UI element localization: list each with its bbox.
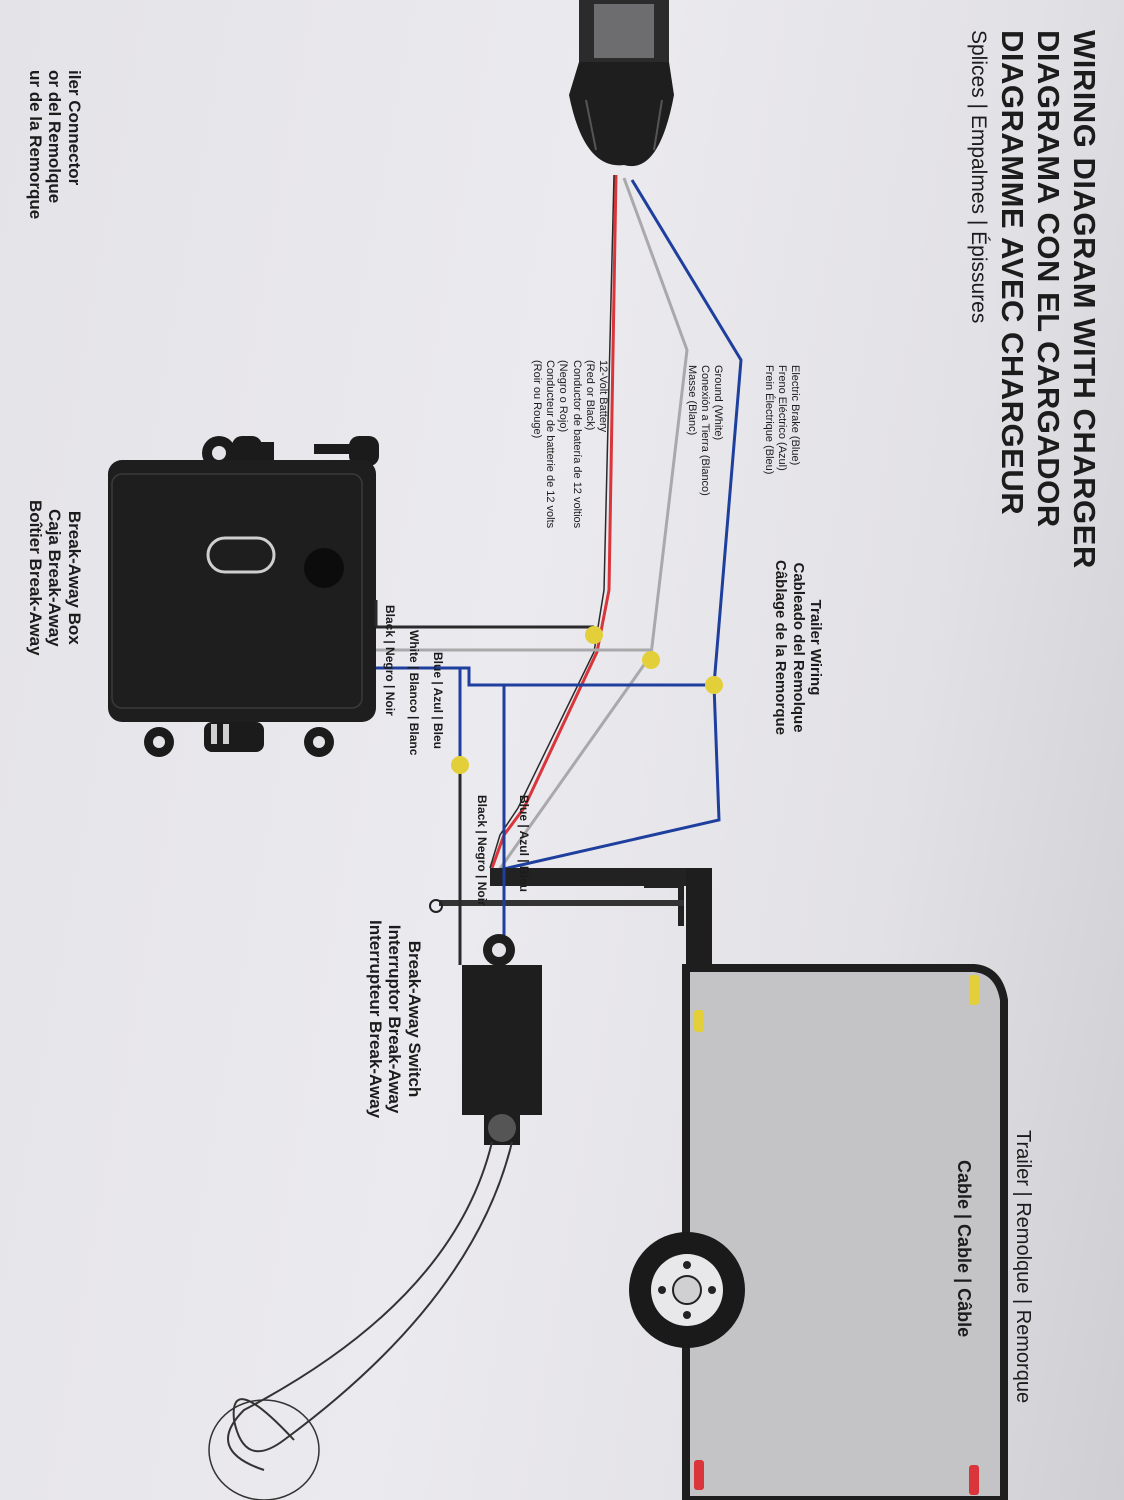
- trailer-connector-plug: [569, 0, 674, 167]
- breakaway-switch-shape: [462, 934, 542, 1145]
- box-black-wire-label: Black | Negro | Noir: [383, 605, 397, 716]
- switch-black-wire-label: Black | Negro | Noir: [475, 795, 489, 906]
- trailer-wiring-label: Trailer Wiring Cableado del Remolque Câb…: [772, 560, 825, 736]
- battery-label: 12-Volt Battery (Red or Black) Conductor…: [531, 360, 609, 529]
- subtitle-splices: Splices | Empalmes | Épissures: [967, 30, 990, 324]
- box-white-wire-text: White | Blanco | Blanc: [407, 630, 421, 756]
- electric-brake-label: Electric Brake (Blue) Freno Eléctrico (A…: [762, 365, 801, 475]
- breakaway-switch-label: Break-Away Switch Interruptor Break-Away…: [365, 920, 424, 1119]
- trailer-body: [682, 964, 1008, 1500]
- trailer-label: Trailer | Remolque | Remorque: [1012, 1130, 1034, 1404]
- box-blue-to-switch: [458, 668, 462, 767]
- box-blue-wire-label: Blue | Azul | Bleu: [431, 652, 445, 749]
- switch-blue-wire-label: Blue | Azul | Bleu: [517, 795, 531, 892]
- red-wire: [490, 174, 618, 869]
- title-fr: DIAGRAMME AVEC CHARGEUR: [995, 30, 1030, 516]
- white-wire: [497, 177, 689, 871]
- box-output-wires: [374, 600, 714, 965]
- box-blue-to-splice: [376, 666, 714, 687]
- trailer-wiring-lines: [489, 174, 743, 872]
- black-wire-trailer: [489, 174, 615, 869]
- trailer-frame: [429, 868, 712, 1500]
- trailer-wheel: [629, 1232, 745, 1348]
- breakaway-box-label: Break-Away Box Caja Break-Away Boîtier B…: [25, 500, 84, 656]
- ground-label: Ground (White) Conexión a Tierra (Blanco…: [685, 365, 724, 496]
- breakaway-cable: [208, 1141, 513, 1500]
- trailer-connector-label: iler Connector or del Remolque ur de la …: [25, 70, 84, 220]
- splice-dots: [451, 626, 723, 774]
- breakaway-box-shape: [108, 436, 379, 757]
- cable-label: Cable | Cable | Câble: [954, 1160, 974, 1338]
- title-en: WIRING DIAGRAM WITH CHARGER: [1067, 30, 1102, 569]
- title-es: DIAGRAMA CON EL CARGADOR: [1031, 30, 1066, 528]
